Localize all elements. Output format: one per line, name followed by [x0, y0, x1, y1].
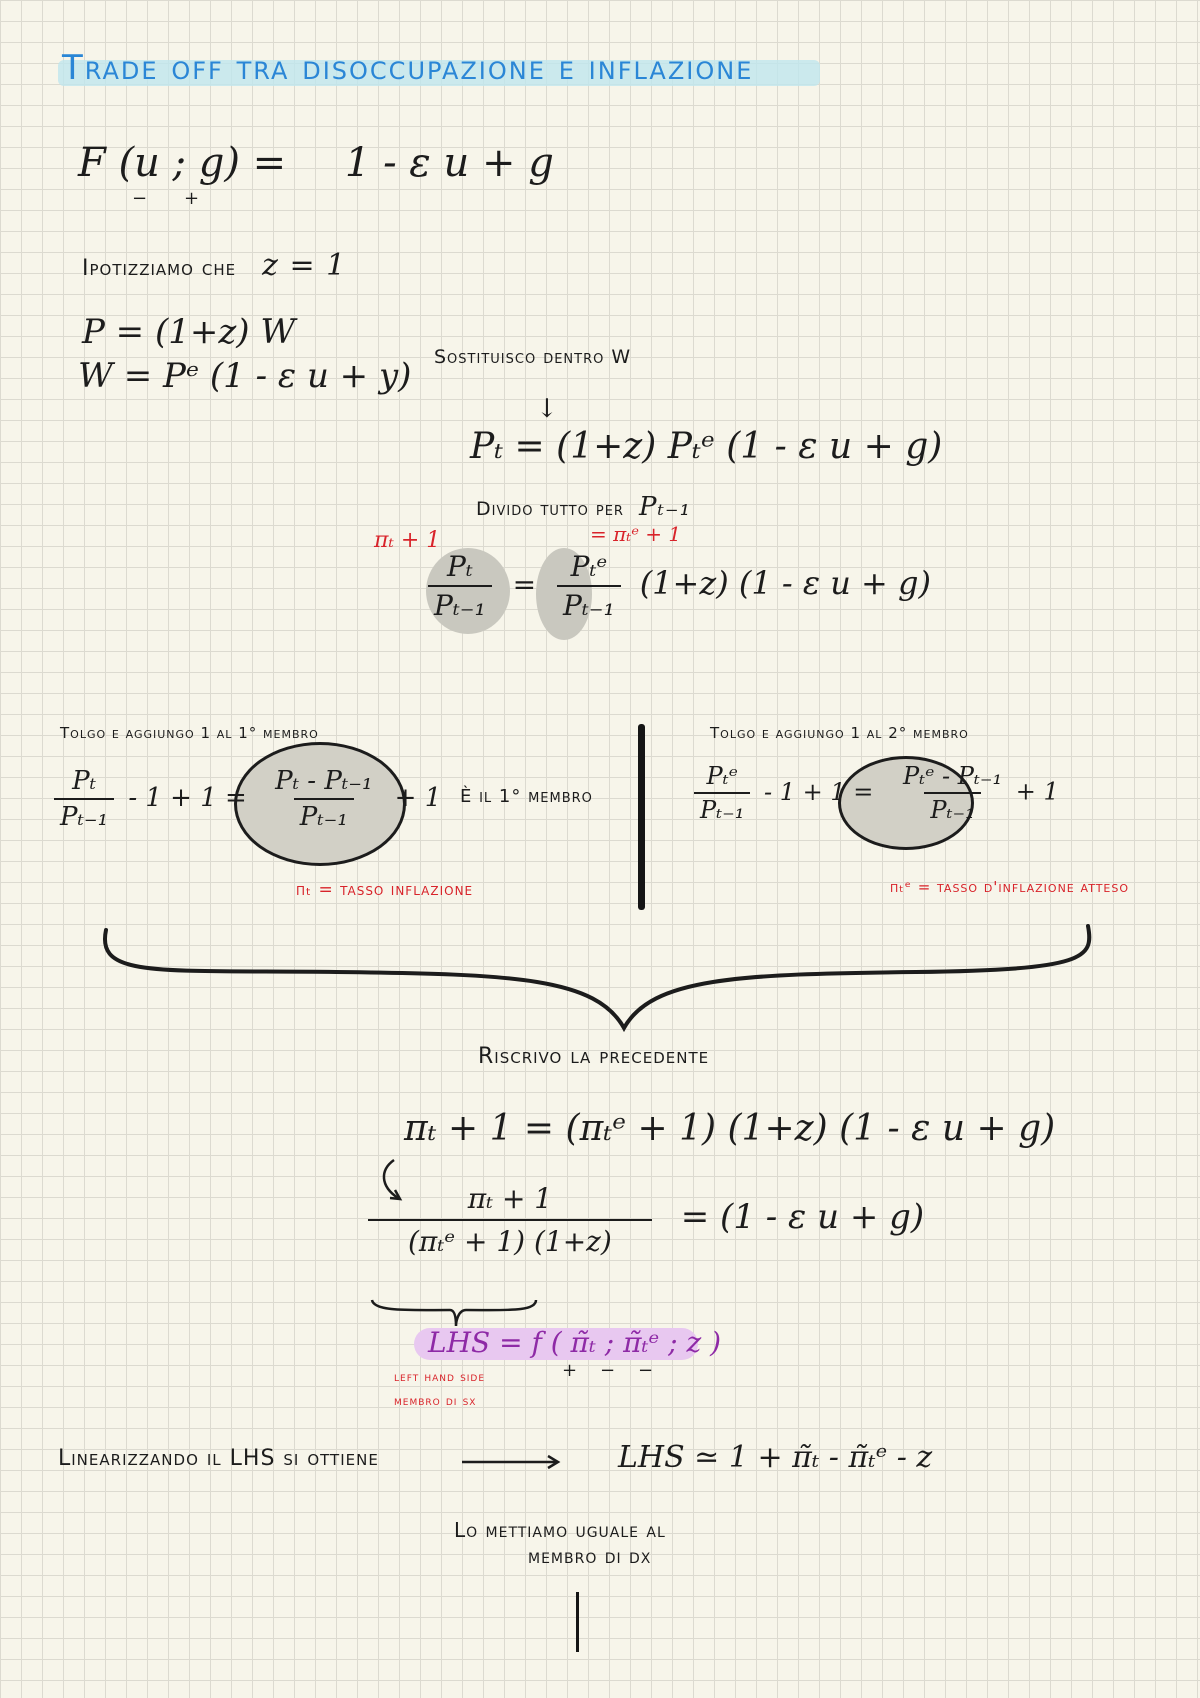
lhs-note-membro: membro di sx [394, 1394, 477, 1409]
linear-result: LHS ≃ 1 + π̃ₜ - π̃ₜᵉ - z [618, 1440, 933, 1475]
left-frac-num: Pₜ [72, 766, 96, 796]
divido-expr: Pₜ₋₁ [639, 492, 692, 522]
lhs-frac: πₜ + 1 (πₜᵉ + 1) (1+z) [368, 1182, 652, 1258]
lhs-highlight [414, 1328, 698, 1360]
annotation-right: = πₜᵉ + 1 [590, 522, 682, 546]
big-brace [102, 924, 1092, 1033]
f-rhs: 1 - ε u + g [344, 140, 554, 186]
left-inner-frac: Pₜ - Pₜ₋₁ Pₜ₋₁ [269, 766, 378, 832]
lhs-fraction-equation: πₜ + 1 (πₜᵉ + 1) (1+z) = (1 - ε u + g) [368, 1182, 924, 1258]
right-equation: Pₜᵉ Pₜ₋₁ - 1 + 1 = Pₜᵉ - Pₜ₋₁ Pₜ₋₁ + 1 [694, 762, 1059, 824]
ratio-rhs-fraction: Pₜᵉ Pₜ₋₁ [557, 550, 621, 622]
right-inner-num: Pₜᵉ - Pₜ₋₁ [903, 762, 1003, 790]
lhs-function: LHS = f ( π̃ₜ ; π̃ₜᵉ ; z ) [428, 1326, 722, 1359]
f-definition: F (u ; g) = 1 - ε u + g [78, 140, 554, 186]
sign-g: + [184, 188, 200, 209]
hypothesis: Ipotizziamo che z = 1 [82, 248, 346, 283]
membro-dx: membro di dx [528, 1544, 652, 1568]
ratio-rest: (1+z) (1 - ε u + g) [639, 563, 931, 602]
right-frac-den: Pₜ₋₁ [694, 792, 751, 824]
title-highlight [58, 60, 820, 86]
linear-text: Linearizzando il LHS si ottiene [58, 1446, 379, 1471]
right-note-red: πₜᵉ = tasso d'inflazione atteso [890, 878, 1130, 896]
lo-mettiamo: Lo mettiamo uguale al [454, 1518, 666, 1542]
ratio-lhs-den: Pₜ₋₁ [428, 585, 492, 622]
left-frac: Pₜ Pₜ₋₁ [54, 766, 115, 832]
pt-equation: Pₜ = (1+z) Pₜᵉ (1 - ε u + g) [470, 426, 943, 467]
bottom-line [576, 1592, 579, 1652]
left-mid: - 1 + 1 = [128, 783, 247, 813]
left-frac-den: Pₜ₋₁ [54, 798, 115, 832]
arrow-right-icon [462, 1454, 561, 1470]
hypothesis-expr: z = 1 [262, 248, 347, 283]
small-brace [370, 1299, 538, 1327]
annotation-left: πₜ + 1 [374, 528, 441, 553]
left-equation: Pₜ Pₜ₋₁ - 1 + 1 = Pₜ - Pₜ₋₁ Pₜ₋₁ + 1 [54, 766, 441, 832]
left-plus1: + 1 [394, 783, 442, 813]
left-ring [234, 742, 406, 866]
left-heading: Tolgo e aggiungo 1 al 1° membro [60, 724, 319, 742]
right-frac: Pₜᵉ Pₜ₋₁ [694, 762, 751, 824]
ratio-eq-sign: = [512, 567, 537, 601]
f-lhs: F (u ; g) = [78, 140, 287, 186]
right-ring [838, 756, 974, 850]
sign-u: − [132, 188, 148, 209]
blob-left [426, 548, 510, 634]
left-inner-num: Pₜ - Pₜ₋₁ [275, 766, 373, 796]
curved-arrow-icon [382, 1158, 403, 1201]
right-mid: - 1 + 1 = [764, 777, 874, 806]
ratio-equation: Pₜ Pₜ₋₁ = Pₜᵉ Pₜ₋₁ (1+z) (1 - ε u + g) [428, 550, 931, 622]
pi-equation: πₜ + 1 = (πₜᵉ + 1) (1+z) (1 - ε u + g) [404, 1108, 1056, 1149]
w-equation: W = Pᵉ (1 - ε u + y) [78, 356, 412, 396]
riscrivo-note: Riscrivo la precedente [478, 1044, 710, 1069]
divido-note: Divido tutto per Pₜ₋₁ [476, 492, 691, 522]
left-note-red: πₜ = tasso inflazione [296, 880, 474, 900]
middle-note: È il 1° membro [460, 786, 593, 807]
sostituisco-note: Sostituisco dentro W [434, 346, 632, 368]
lhs-rhs: = (1 - ε u + g) [680, 1196, 925, 1237]
p-equation: P = (1+z) W [82, 312, 296, 352]
divido-label: Divido tutto per [476, 498, 624, 520]
left-inner-den: Pₜ₋₁ [293, 798, 354, 832]
right-inner-den: Pₜ₋₁ [924, 792, 981, 824]
ratio-rhs-den: Pₜ₋₁ [557, 585, 621, 622]
right-plus1: + 1 [1015, 777, 1059, 806]
arrow-down-icon: ↓ [536, 394, 558, 424]
right-heading: Tolgo e aggiungo 1 al 2° membro [710, 724, 969, 742]
lhs-frac-den: (πₜᵉ + 1) (1+z) [368, 1219, 652, 1258]
lhs-signs: + − − [562, 1360, 654, 1381]
ratio-rhs-num: Pₜᵉ [570, 550, 608, 583]
right-frac-num: Pₜᵉ [706, 762, 738, 790]
right-inner-frac: Pₜᵉ - Pₜ₋₁ Pₜ₋₁ [897, 762, 1008, 824]
blob-right [536, 548, 592, 640]
lhs-frac-num: πₜ + 1 [467, 1182, 553, 1215]
lhs-note-left-hand: left hand side [394, 1370, 486, 1385]
ratio-lhs-fraction: Pₜ Pₜ₋₁ [428, 550, 492, 622]
ratio-lhs-num: Pₜ [447, 550, 473, 583]
hypothesis-label: Ipotizziamo che [82, 256, 237, 281]
divider-line [638, 724, 645, 910]
page-title: Trade off tra disoccupazione e inflazion… [62, 48, 754, 88]
